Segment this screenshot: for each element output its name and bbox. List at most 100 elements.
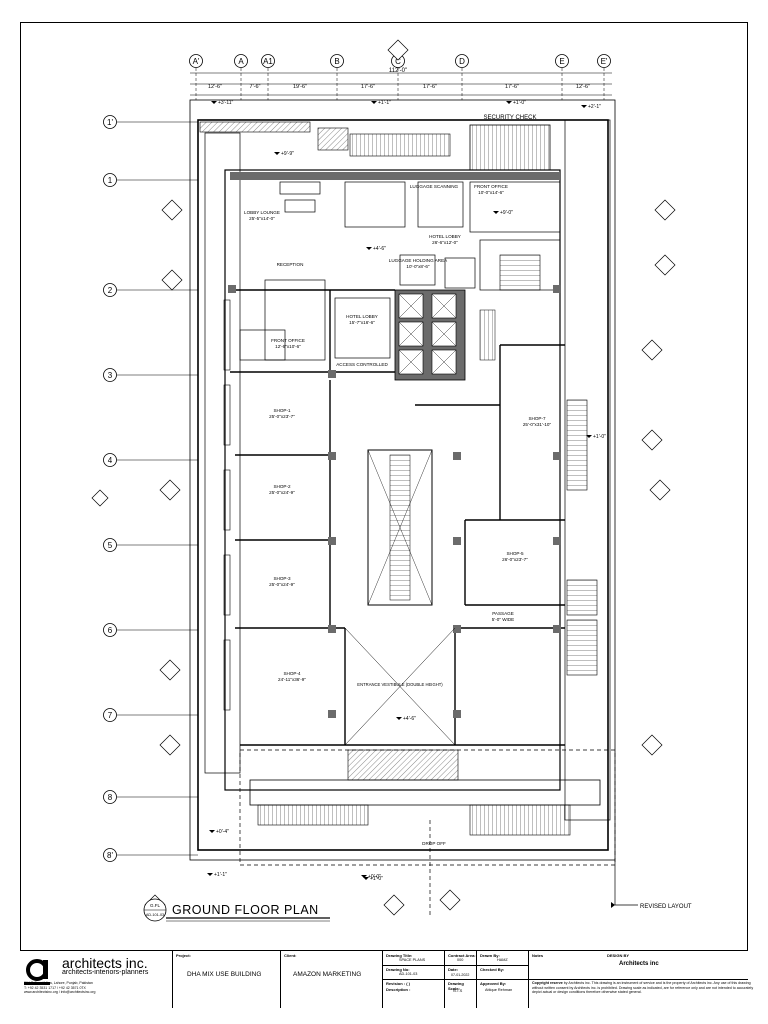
column-grid-label: A <box>238 57 244 66</box>
column-grid-label: D <box>459 57 465 66</box>
top-dimension-lines <box>190 72 612 96</box>
title-sheet-number: AD-101-03 <box>146 913 164 917</box>
column-grid-bubble <box>555 54 569 68</box>
firm-web: www.architectsinc.org / info@architectsi… <box>24 990 96 994</box>
room-area: 26'-0"x23'-7" <box>502 557 528 562</box>
client-value: AMAZON MARKETING <box>293 971 362 978</box>
room-area: 10'-0"x14'-6" <box>478 190 504 195</box>
level-marker-icon <box>581 105 587 108</box>
level-marker-icon <box>274 152 280 155</box>
west-glazing <box>223 299 231 711</box>
room-name: SHOP-4 <box>283 671 301 676</box>
level-mark: +9'-0" <box>500 210 513 216</box>
drawing-title-label: Drawing Title: <box>386 953 413 958</box>
entrance-vestibule-void <box>344 627 456 746</box>
level-mark: +1'-0" <box>370 876 383 882</box>
design-value: Architects inc <box>619 961 659 967</box>
level-mark: +1'-1" <box>214 872 227 878</box>
level-mark: +2'-1" <box>588 104 601 110</box>
title-block: architects inc. architects-interiors-pla… <box>20 950 753 1008</box>
approved-label: Approved By: <box>480 981 507 986</box>
room-name: LUGGAGE SCANNING <box>410 184 459 189</box>
row-grid-label: 4 <box>108 456 113 465</box>
copyright-title: Copyright reserve <box>532 981 563 985</box>
contract-value: 000 <box>457 958 464 962</box>
room-labels: LOBBY LOUNGE 25'-5"x14'-0" LUGGAGE SCANN… <box>244 115 551 846</box>
row-grid-label: 3 <box>108 371 113 380</box>
row-grid-bubble <box>103 173 117 187</box>
room-name: SHOP-2 <box>273 484 291 489</box>
level-marker-icon <box>211 101 217 104</box>
building-outline <box>189 99 616 861</box>
column-grid-bubble <box>330 54 344 68</box>
drawing-no-value: AD-101-03 <box>399 972 418 976</box>
column-grid-bubble <box>597 54 611 68</box>
column-grid-bubble <box>234 54 248 68</box>
room-area: 25'-0"x23'-7" <box>269 414 295 419</box>
notes-label: Notes <box>532 953 544 958</box>
date-label: Date: <box>448 967 459 972</box>
level-mark: +1'-0" <box>513 100 526 106</box>
description-label: Description : <box>386 987 411 992</box>
row-grid-label: 6 <box>108 626 113 635</box>
scale-label: Drawing Scale: <box>448 981 464 991</box>
level-mark: +9'-9" <box>281 151 294 157</box>
top-dimension-label: 19'-6" <box>293 84 307 90</box>
room-area: 25'-0"x24'-9" <box>269 490 295 495</box>
firm-tagline: architects-interiors-planners <box>62 969 149 976</box>
room-area: 25'-0"x31'-10" <box>523 422 552 427</box>
row-grid-label: 7 <box>108 711 113 720</box>
firm-phone: T: +92 42 3531 1717 / +92 42 3571 0TX <box>24 985 86 990</box>
room-area: 5'-0" WIDE <box>492 617 514 622</box>
project-value: DHA MIX USE BUILDING <box>187 971 262 978</box>
column-grid-bubble <box>261 54 275 68</box>
row-grid-label: 5 <box>108 541 113 550</box>
security-check-zone <box>199 121 560 180</box>
column-grid-bubble <box>455 54 469 68</box>
room-name: DROP OFF <box>422 841 446 846</box>
drawing-title-value: SPACE PLANS <box>399 958 426 962</box>
room-area: 10'-0"x8'-6" <box>406 264 430 269</box>
room-area: 26'-6"x12'-0" <box>432 240 458 245</box>
column-grid-label: B <box>334 57 339 66</box>
level-marker-icon <box>363 877 369 880</box>
revision-label: Revision : ( ) <box>386 981 411 986</box>
level-mark: +4'-6" <box>373 246 386 252</box>
row-grid-bubble <box>103 453 117 467</box>
room-name: RECEPTION <box>277 262 304 267</box>
design-label: DESIGN BY <box>607 953 630 958</box>
top-dimension-labels: 12'-6"7'-6"19'-6"17'-6"17'-6"17'-6"12'-6… <box>208 84 590 90</box>
project-cell: Project: DHA MIX USE BUILDING <box>172 951 280 1008</box>
drop-off-outline <box>239 749 616 915</box>
room-area: 24'-11"x36'-9" <box>278 677 306 682</box>
room-name: SHOP-1 <box>273 408 291 413</box>
firm-address-block: 264-B Canal View, Lahore, Punjab, Pakist… <box>24 981 164 995</box>
room-name: HOTEL LOBBY <box>346 314 378 319</box>
level-marker-icon <box>361 875 367 878</box>
scale-value: N.T.S <box>453 989 463 993</box>
level-mark: +4'-6" <box>403 716 416 722</box>
level-marker-icon <box>207 873 213 876</box>
title-sheet-ref: G.FL <box>150 903 160 908</box>
drawing-title: GROUND FLOOR PLAN <box>172 903 319 917</box>
row-grid-label: 8' <box>107 851 113 860</box>
column-grid-label: E <box>559 57 564 66</box>
level-marker-icon <box>366 247 372 250</box>
room-name: SHOP-3 <box>273 576 291 581</box>
row-grid-bubble <box>103 848 117 862</box>
level-marker-icon <box>493 211 499 214</box>
column-grid-label: A1 <box>263 57 273 66</box>
drawn-label: Drawn By: <box>480 953 500 958</box>
level-marker-icon <box>371 101 377 104</box>
column-grid-label: E' <box>601 57 608 66</box>
column-grid-label: A' <box>193 57 200 66</box>
room-name: FRONT OFFICE <box>474 184 508 189</box>
room-name: FRONT OFFICE <box>271 338 305 343</box>
row-grid-bubble <box>103 368 117 382</box>
level-mark: +1'-1" <box>378 100 391 106</box>
row-grid-bubble <box>103 283 117 297</box>
top-dimension-label: 17'-6" <box>361 84 375 90</box>
column-grid-label: C <box>395 57 401 66</box>
copyright-text: by Architects inc. This drawing is an in… <box>532 981 754 995</box>
room-area: 25'-0"x24'-9" <box>269 582 295 587</box>
